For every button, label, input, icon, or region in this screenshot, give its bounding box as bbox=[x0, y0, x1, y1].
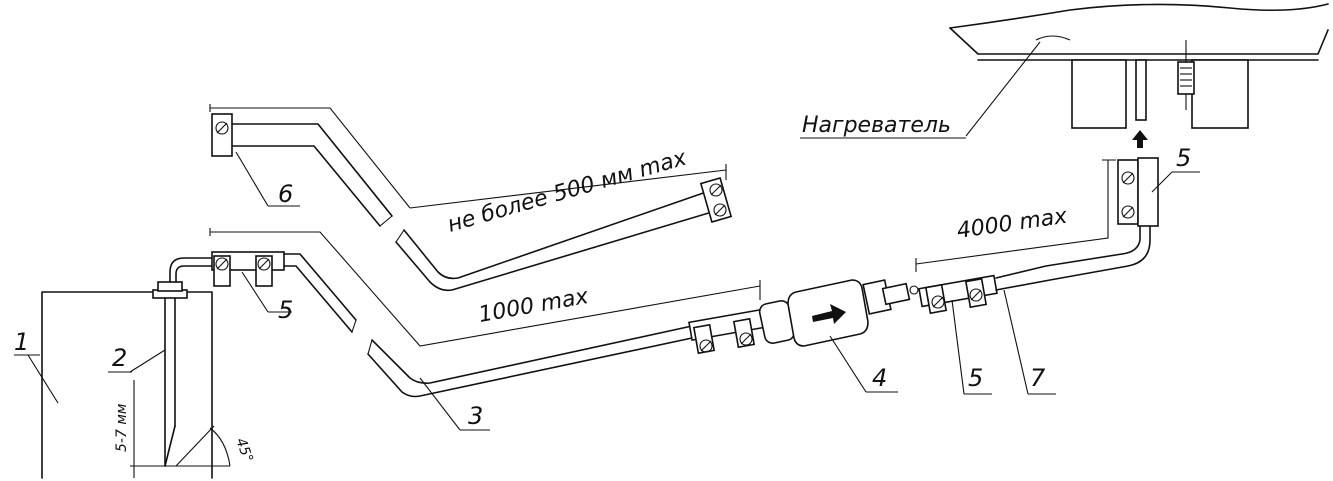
clamp-right bbox=[1117, 157, 1159, 227]
clamp-left bbox=[211, 251, 285, 287]
dim-1000 bbox=[209, 228, 761, 347]
label-angle: 45° bbox=[232, 436, 256, 465]
leader-3 bbox=[419, 377, 461, 431]
label-depth: 5-7 мм bbox=[114, 403, 130, 452]
label-500-max: не более 500 мм max bbox=[445, 145, 690, 237]
clamp-hose-3 bbox=[688, 308, 764, 355]
label-part-5-left: 5 bbox=[278, 296, 293, 324]
hose-6 bbox=[211, 113, 733, 292]
leader-1 bbox=[27, 354, 59, 404]
tank bbox=[41, 291, 213, 479]
leader-heater bbox=[965, 41, 1041, 137]
label-part-4: 4 bbox=[872, 364, 887, 392]
dim-500 bbox=[209, 104, 727, 209]
leader-5-left bbox=[241, 271, 269, 313]
hose-7 bbox=[918, 219, 1151, 315]
dim-4000 bbox=[915, 159, 1116, 272]
label-part-5-mid: 5 bbox=[968, 364, 983, 392]
leader-6 bbox=[235, 151, 269, 207]
leader-2 bbox=[129, 349, 166, 373]
leader-4 bbox=[829, 335, 867, 393]
label-part-1: 1 bbox=[14, 328, 29, 356]
label-4000-max: 4000 max bbox=[955, 204, 1069, 244]
label-part-5-right: 5 bbox=[1176, 144, 1191, 172]
leader-5-mid bbox=[951, 299, 965, 395]
hose-3 bbox=[283, 253, 693, 398]
angle-arc bbox=[209, 427, 231, 467]
label-1000-max: 1000 max bbox=[477, 284, 592, 328]
label-part-2: 2 bbox=[112, 344, 127, 372]
sensor-probe bbox=[152, 257, 215, 467]
label-part-7: 7 bbox=[1030, 364, 1046, 392]
label-heater: Нагреватель bbox=[802, 113, 951, 138]
label-part-6: 6 bbox=[278, 180, 293, 208]
flow-arrow-icon bbox=[812, 304, 846, 324]
up-arrow-icon bbox=[1132, 130, 1148, 148]
heater bbox=[949, 3, 1329, 129]
leader-7 bbox=[1003, 289, 1029, 395]
filter bbox=[758, 279, 919, 347]
leader-5-right bbox=[1151, 171, 1173, 193]
label-part-3: 3 bbox=[468, 402, 483, 430]
